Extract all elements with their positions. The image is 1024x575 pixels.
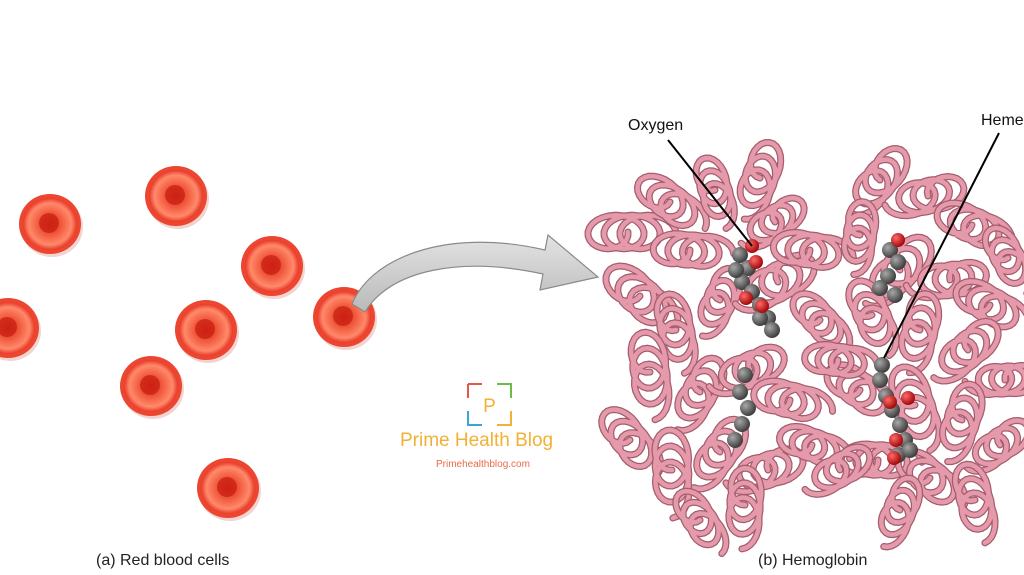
oxygen-atom bbox=[739, 291, 753, 305]
helix-coil bbox=[902, 258, 990, 302]
hemoglobin-ribbon-structure bbox=[584, 138, 1024, 558]
red-blood-cell bbox=[197, 458, 261, 521]
carbon-atom bbox=[740, 400, 756, 416]
carbon-atom bbox=[732, 247, 748, 263]
oxygen-atom bbox=[749, 255, 763, 269]
carbon-atom bbox=[892, 417, 908, 433]
helix-coil bbox=[963, 417, 1024, 475]
heme-group bbox=[728, 239, 780, 338]
carbon-atom bbox=[764, 322, 780, 338]
oxygen-atom bbox=[755, 299, 769, 313]
helix-coil bbox=[933, 199, 1016, 250]
red-blood-cell bbox=[19, 194, 83, 257]
helix-coil bbox=[801, 340, 882, 379]
helix-coil bbox=[737, 194, 808, 252]
helix-coil bbox=[598, 406, 665, 479]
heme-group bbox=[872, 357, 918, 465]
helix-coil bbox=[801, 443, 874, 498]
carbon-atom bbox=[732, 384, 748, 400]
curved-arrow bbox=[351, 233, 600, 313]
helix-coil bbox=[881, 173, 968, 220]
helix-coil bbox=[952, 277, 1024, 331]
helix-coil bbox=[898, 290, 943, 377]
logo-letter: P bbox=[483, 396, 496, 417]
helix-coil bbox=[951, 460, 999, 547]
carbon-atom bbox=[882, 242, 898, 258]
helix-coil bbox=[649, 230, 738, 270]
helix-coil bbox=[939, 380, 986, 466]
helix-coil bbox=[653, 290, 699, 377]
carbon-atom bbox=[752, 310, 768, 326]
oxygen-pointer-line bbox=[667, 139, 753, 247]
red-blood-cell bbox=[241, 236, 305, 299]
helix-coil bbox=[736, 138, 785, 223]
watermark-logo: P bbox=[467, 383, 512, 426]
watermark-url: Primehealthblog.com bbox=[436, 459, 530, 470]
helix-coil bbox=[961, 361, 1024, 399]
red-blood-cell bbox=[0, 298, 41, 361]
carbon-atom bbox=[734, 416, 750, 432]
oxygen-atom bbox=[901, 391, 915, 405]
helix-coil bbox=[789, 290, 854, 353]
helix-coil bbox=[602, 262, 682, 332]
helix-coil bbox=[633, 172, 710, 232]
carbon-atom bbox=[874, 357, 890, 373]
carbon-atom bbox=[728, 262, 744, 278]
helix-coil bbox=[981, 224, 1024, 297]
carbon-atom bbox=[902, 442, 918, 458]
helix-coil bbox=[627, 328, 673, 424]
carbon-atom bbox=[872, 280, 888, 296]
red-blood-cell bbox=[145, 166, 209, 229]
heme-group bbox=[872, 233, 906, 303]
helix-coil bbox=[705, 343, 788, 398]
oxygen-atom bbox=[889, 433, 903, 447]
helix-coil bbox=[840, 198, 880, 279]
carbon-atom bbox=[737, 367, 753, 383]
helix-coil bbox=[584, 211, 680, 253]
red-blood-cell bbox=[120, 356, 184, 419]
helix-coil bbox=[930, 317, 1002, 385]
helix-coil bbox=[692, 154, 738, 232]
helix-coil bbox=[673, 354, 728, 435]
oxygen-atom bbox=[883, 395, 897, 409]
helix-coil bbox=[725, 464, 765, 553]
helix-coil bbox=[776, 422, 854, 467]
helix-coil bbox=[651, 426, 693, 522]
helix-coil bbox=[672, 487, 730, 558]
helix-coil bbox=[877, 474, 924, 551]
carbon-atom bbox=[872, 372, 888, 388]
oxygen-atom bbox=[887, 451, 901, 465]
carbon-atom bbox=[887, 287, 903, 303]
helix-coil bbox=[861, 233, 935, 310]
heme-pointer-line bbox=[883, 132, 1000, 359]
red-blood-cell bbox=[175, 300, 239, 363]
carbon-atom bbox=[890, 254, 906, 270]
carbon-atom bbox=[727, 432, 743, 448]
carbon-atom bbox=[734, 274, 750, 290]
helix-coil bbox=[845, 277, 900, 360]
watermark-name: Prime Health Blog bbox=[400, 430, 554, 451]
carbon-atom bbox=[880, 268, 896, 284]
heme-label: Heme bbox=[981, 112, 1024, 129]
helix-coil bbox=[769, 228, 857, 271]
caption-red-blood-cells: (a) Red blood cells bbox=[96, 552, 230, 569]
heme-group bbox=[727, 367, 756, 448]
heme-groups bbox=[727, 233, 918, 465]
helix-coil bbox=[750, 377, 837, 423]
oxygen-atom bbox=[891, 233, 905, 247]
oxygen-label: Oxygen bbox=[628, 117, 684, 134]
helix-coil bbox=[847, 145, 911, 219]
caption-hemoglobin: (b) Hemoglobin bbox=[758, 552, 868, 569]
red-blood-cells-group bbox=[0, 166, 377, 521]
